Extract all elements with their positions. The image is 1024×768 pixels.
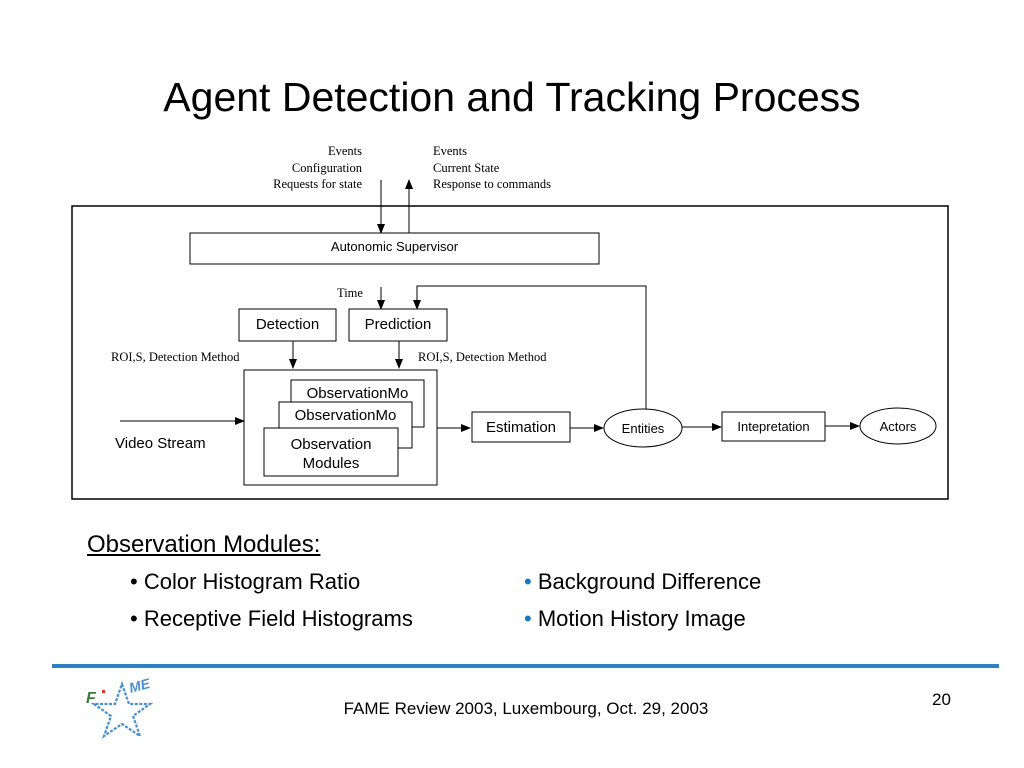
- supervisor-outputs-label: Events Current State Response to command…: [433, 143, 613, 193]
- actors-ellipse: [859, 407, 937, 445]
- list-item: • Color Histogram Ratio: [130, 569, 360, 595]
- interpretation-label: Intepretation: [737, 419, 810, 434]
- footer-text: FAME Review 2003, Luxembourg, Oct. 29, 2…: [343, 699, 709, 718]
- feedback-line: [413, 285, 647, 410]
- output-label-line: Current State: [433, 160, 500, 175]
- obs-front-line-2: Modules: [302, 455, 360, 472]
- detection-label: Detection: [255, 316, 320, 333]
- output-label-line: Events: [433, 144, 468, 158]
- diagram-frame: [71, 205, 949, 500]
- bullet-icon: •: [524, 606, 532, 631]
- estimation-label: Estimation: [485, 419, 557, 436]
- slide-title: Agent Detection and Tracking Process: [163, 74, 861, 120]
- obs-front-line-1: Observation: [290, 436, 372, 453]
- output-label-line: Response to commands: [433, 177, 552, 191]
- list-item-label: Receptive Field Histograms: [143, 606, 413, 631]
- footer-divider: [52, 664, 999, 668]
- supervisor-inputs-label: Events Configuration Requests for state: [222, 143, 362, 193]
- obs-front-label: Observation Modules: [264, 435, 398, 473]
- actors-label: Actors: [879, 419, 917, 434]
- observation-modules-heading: Observation Modules:: [87, 531, 321, 558]
- bullet-icon: •: [130, 606, 138, 631]
- input-label-line: Configuration: [291, 160, 362, 175]
- bullet-icon: •: [130, 569, 138, 594]
- obs-back-label: ObservationMo: [306, 385, 409, 402]
- supervisor-label: Autonomic Supervisor: [330, 239, 459, 254]
- time-label: Time: [337, 286, 363, 300]
- list-item: • Background Difference: [524, 569, 761, 595]
- estimation-box: [471, 411, 571, 443]
- fame-logo-icon: F ME: [86, 676, 154, 739]
- obs-module-front: [263, 427, 399, 477]
- roi-left-label: ROI,S, Detection Method: [111, 350, 240, 364]
- svg-text:ME: ME: [127, 676, 152, 696]
- detection-box: [238, 308, 337, 342]
- list-item-label: Color Histogram Ratio: [143, 569, 361, 594]
- svg-text:F: F: [86, 690, 97, 707]
- video-stream-label: Video Stream: [115, 435, 206, 452]
- roi-right-label: ROI,S, Detection Method: [418, 350, 547, 364]
- autonomic-supervisor-box: [189, 232, 600, 265]
- list-item-label: Background Difference: [537, 569, 762, 594]
- page-number: 20: [932, 690, 951, 709]
- list-item: • Motion History Image: [524, 606, 746, 632]
- obs-mid-label: ObservationMo: [294, 407, 397, 424]
- bullet-icon: •: [524, 569, 532, 594]
- interpretation-box: [721, 411, 826, 442]
- entities-ellipse: [603, 408, 683, 448]
- list-item: • Receptive Field Histograms: [130, 606, 413, 632]
- list-item-label: Motion History Image: [537, 606, 746, 631]
- input-label-line: Requests for state: [273, 177, 362, 191]
- entities-label: Entities: [621, 421, 665, 436]
- prediction-box: [348, 308, 448, 342]
- input-label-line: Events: [327, 144, 362, 158]
- prediction-label: Prediction: [364, 316, 432, 333]
